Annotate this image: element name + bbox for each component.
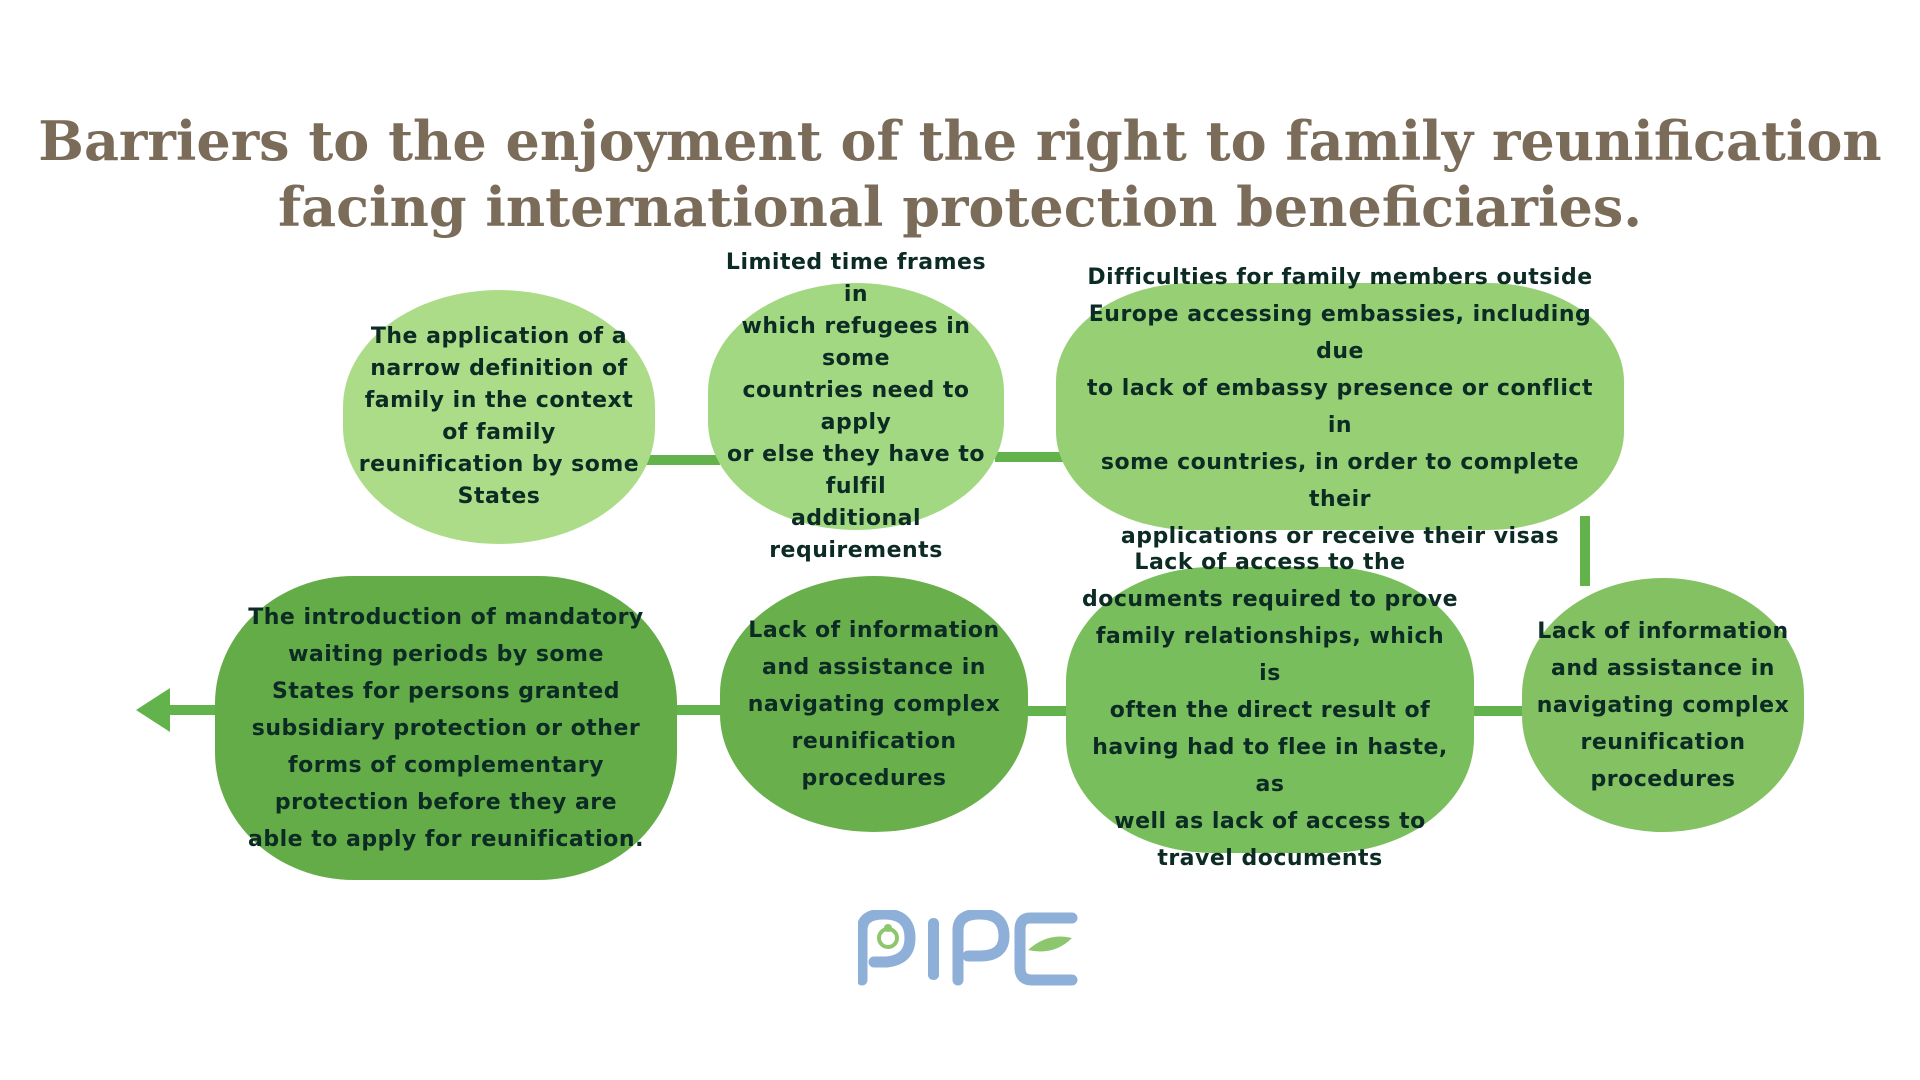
- flow-step-6-line: Lack of information: [748, 617, 1000, 643]
- flow-step-5-line: having had to flee in haste, as: [1092, 734, 1448, 797]
- flow-step-7-line: States for persons granted: [271, 678, 620, 704]
- pipe-logo: [858, 910, 1078, 986]
- flow-step-6: Lack of information and assistance in na…: [720, 576, 1028, 832]
- flow-step-1: The application of a narrow definition o…: [343, 290, 655, 544]
- flow-step-1-line: States: [457, 484, 541, 509]
- flow-step-4-line: procedures: [1590, 766, 1736, 792]
- flow-step-7-line: forms of complementary: [288, 752, 604, 778]
- flow-step-7-line: waiting periods by some: [288, 641, 604, 667]
- flow-step-7-line: able to apply for reunification.: [248, 826, 644, 852]
- flow-step-6-line: reunification: [791, 728, 957, 754]
- flow-step-1-line: The application of a: [370, 324, 628, 349]
- flow-step-3-line: to lack of embassy presence or conflict …: [1087, 375, 1593, 438]
- flow-step-3-line: Difficulties for family members outside: [1087, 264, 1593, 290]
- flow-step-2-line: or else they have to fulfil: [727, 441, 985, 499]
- flow-step-4-line: navigating complex: [1536, 692, 1790, 718]
- flow-step-4: Lack of information and assistance in na…: [1522, 578, 1804, 832]
- connector-6-7: [668, 705, 730, 715]
- flow-step-4-line: reunification: [1580, 729, 1746, 755]
- flow-step-5-line: often the direct result of: [1109, 697, 1431, 723]
- connector-1-2: [640, 455, 720, 465]
- flow-step-5: Lack of access to the documents required…: [1066, 550, 1474, 871]
- flow-step-3-line: applications or receive their visas: [1120, 523, 1560, 549]
- arrow-left-icon: [136, 688, 170, 732]
- flow-step-6-line: procedures: [801, 765, 947, 791]
- page-title: Barriers to the enjoyment of the right t…: [0, 108, 1920, 240]
- flow-step-5-line: family relationships, which is: [1095, 623, 1445, 686]
- flow-step-1-line: reunification by some: [358, 452, 640, 477]
- flow-step-7-line: subsidiary protection or other: [251, 715, 641, 741]
- flow-step-6-line: navigating complex: [747, 691, 1001, 717]
- flow-step-5-line: documents required to prove: [1082, 586, 1459, 612]
- flow-step-2: Limited time frames in which refugees in…: [708, 250, 1004, 563]
- flow-step-6-line: and assistance in: [762, 654, 986, 680]
- flow-step-7: The introduction of mandatory waiting pe…: [215, 576, 677, 880]
- flow-step-1-line: of family: [442, 420, 556, 445]
- title-line-1: Barriers to the enjoyment of the right t…: [38, 109, 1882, 173]
- flow-step-2-line: Limited time frames in: [725, 249, 987, 307]
- flow-step-2-line: countries need to apply: [742, 377, 970, 435]
- flow-step-5-line: well as lack of access to: [1114, 808, 1426, 834]
- flow-step-5-line: travel documents: [1157, 845, 1383, 871]
- flow-step-5-line: Lack of access to the: [1134, 549, 1406, 575]
- flow-step-7-line: The introduction of mandatory: [248, 604, 644, 630]
- flow-step-2-line: which refugees in some: [741, 313, 971, 371]
- flow-step-3-line: Europe accessing embassies, including du…: [1088, 301, 1592, 364]
- connector-5-6: [1020, 706, 1076, 716]
- connector-7-arrow: [160, 705, 225, 715]
- flow-step-7-line: protection before they are: [274, 789, 618, 815]
- flow-step-1-line: family in the context: [364, 388, 634, 413]
- flow-step-3: Difficulties for family members outside …: [1056, 265, 1624, 549]
- title-line-2: facing international protection benefici…: [277, 175, 1643, 239]
- connector-4-5: [1466, 706, 1532, 716]
- flow-step-1-line: narrow definition of: [370, 356, 628, 381]
- flow-step-4-line: and assistance in: [1551, 655, 1775, 681]
- connector-2-3: [995, 452, 1070, 462]
- flow-step-3-line: some countries, in order to complete the…: [1100, 449, 1580, 512]
- flow-step-4-line: Lack of information: [1537, 618, 1789, 644]
- connector-3-4: [1580, 516, 1590, 586]
- flow-step-2-line: additional requirements: [769, 505, 943, 563]
